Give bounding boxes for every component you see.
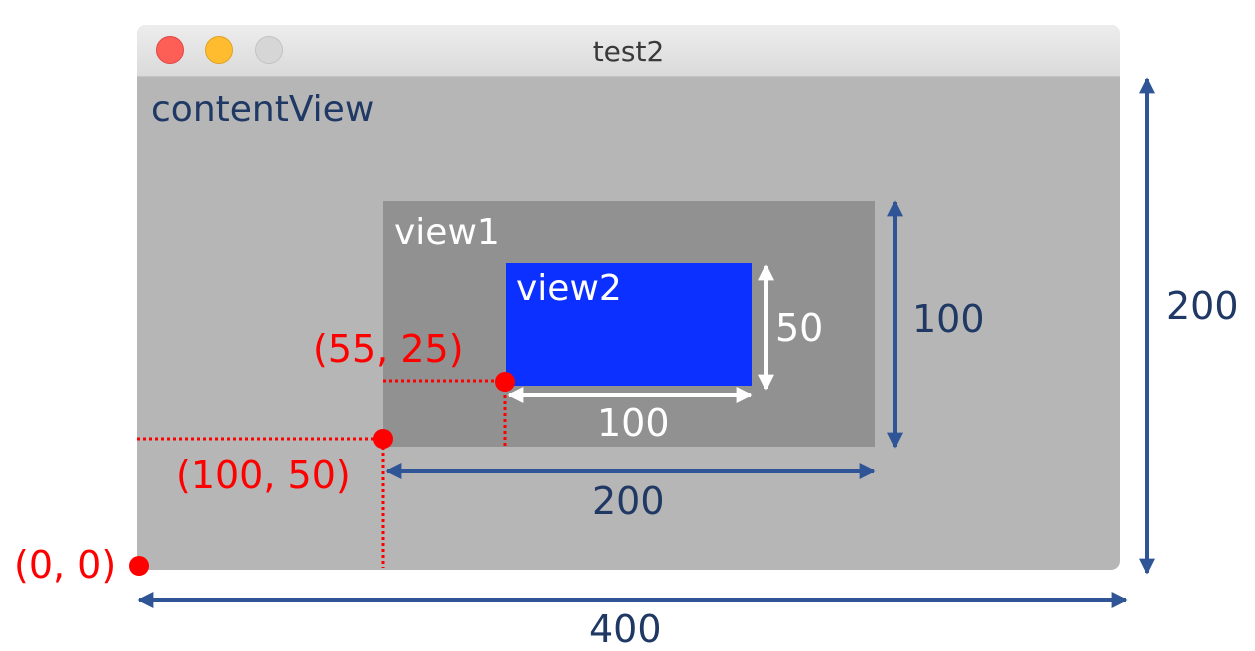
window-height-label: 200	[1166, 284, 1239, 328]
window-width-label: 400	[589, 607, 662, 651]
close-button[interactable]	[156, 36, 184, 64]
zoom-button[interactable]	[255, 36, 283, 64]
content-origin-label: (0, 0)	[14, 543, 117, 587]
window-title: test2	[592, 35, 665, 68]
minimize-button[interactable]	[205, 36, 233, 64]
view1-width-label: 200	[592, 479, 665, 523]
view1-origin-point	[373, 429, 393, 449]
view1-origin-label: (100, 50)	[176, 453, 351, 497]
view2-origin-point	[495, 372, 515, 392]
view2-box	[506, 263, 752, 386]
view2-label: view2	[516, 268, 622, 309]
view1-label: view1	[394, 212, 500, 253]
view2-origin-label: (55, 25)	[313, 327, 464, 371]
view2-width-label: 100	[597, 401, 670, 445]
view1-height-label: 100	[912, 297, 985, 341]
title-bar: test2	[137, 25, 1120, 77]
content-origin-point	[129, 556, 149, 576]
app-window: test2	[137, 25, 1120, 570]
view2-height-label: 50	[775, 306, 824, 350]
content-view-label: contentView	[151, 89, 375, 130]
